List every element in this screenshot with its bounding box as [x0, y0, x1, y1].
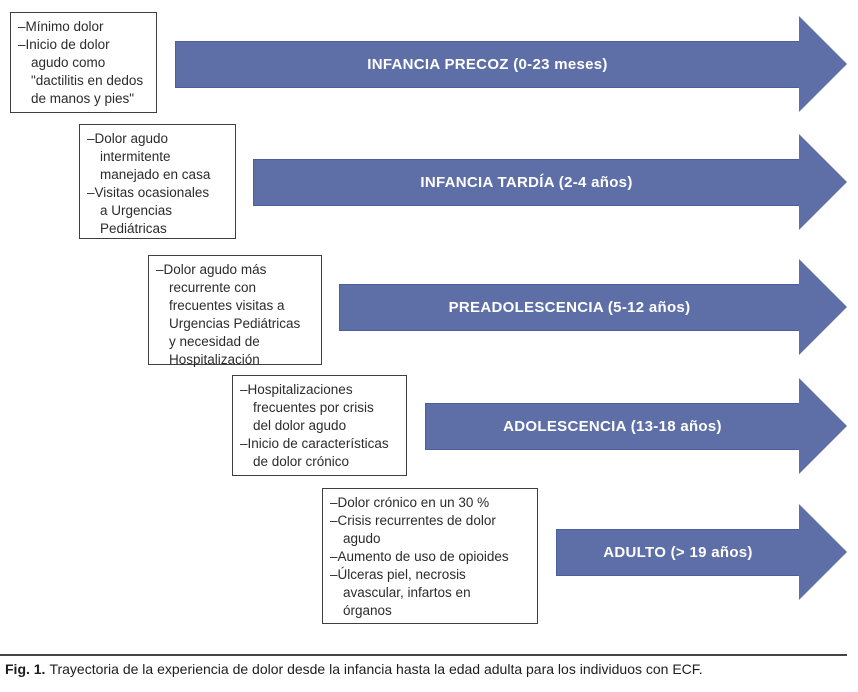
note-line: del dolor agudo	[253, 418, 347, 433]
note-line: Pediátricas	[100, 221, 167, 236]
note-line: intermitente	[100, 149, 171, 164]
note-line: Mínimo dolor	[18, 18, 152, 36]
arrow-right-head-icon	[799, 259, 847, 355]
note-line: Crisis recurrentes de dolor	[330, 512, 533, 530]
note-line: Inicio de dolor	[18, 36, 152, 54]
stage-arrow-label: PREADOLESCENCIA (5-12 años)	[448, 298, 691, 316]
stage-arrow-preadolescencia: PREADOLESCENCIA (5-12 años)	[339, 259, 847, 355]
arrow-body: ADOLESCENCIA (13-18 años)	[425, 402, 799, 450]
note-line: Dolor crónico en un 30 %	[330, 494, 533, 512]
note-line: y necesidad de	[169, 334, 260, 349]
note-line: Dolor agudo más	[156, 261, 317, 279]
note-line: Hospitalizaciones	[240, 381, 402, 399]
stage-arrow-infancia-precoz: INFANCIA PRECOZ (0-23 meses)	[175, 16, 847, 112]
note-line: manejado en casa	[100, 167, 211, 182]
caption-divider	[0, 654, 847, 656]
stage-arrow-label: ADULTO (> 19 años)	[603, 543, 753, 561]
note-line: agudo	[343, 531, 381, 546]
arrow-right-head-icon	[799, 16, 847, 112]
note-line: agudo como	[31, 55, 106, 70]
arrow-right-head-icon	[799, 504, 847, 600]
note-line: frecuentes por crisis	[253, 400, 374, 415]
note-line: "dactilitis en dedos	[31, 73, 144, 88]
stage-arrow-label: INFANCIA TARDÍA (2-4 años)	[420, 173, 633, 191]
note-line: órganos	[343, 603, 392, 618]
note-line: recurrente con	[169, 280, 257, 295]
arrow-body: ADULTO (> 19 años)	[556, 528, 799, 576]
figure-caption: Fig. 1.Trayectoria de la experiencia de …	[5, 661, 703, 677]
note-box-adulto: Dolor crónico en un 30 % Crisis recurren…	[322, 488, 538, 624]
note-box-preadolescencia: Dolor agudo más recurrente con frecuente…	[148, 255, 322, 367]
arrow-body: INFANCIA TARDÍA (2-4 años)	[253, 158, 799, 206]
stage-arrow-label: INFANCIA PRECOZ (0-23 meses)	[367, 55, 608, 73]
note-line: Inicio de características	[240, 435, 402, 453]
note-line: de manos y pies"	[31, 91, 135, 106]
note-line: Aumento de uso de opioides	[330, 548, 533, 566]
stage-arrow-adolescencia: ADOLESCENCIA (13-18 años)	[425, 378, 847, 474]
arrow-body: PREADOLESCENCIA (5-12 años)	[339, 283, 799, 331]
note-line: avascular, infartos en	[343, 585, 471, 600]
note-box-adolescencia: Hospitalizaciones frecuentes por crisis …	[232, 375, 407, 476]
stage-arrow-label: ADOLESCENCIA (13-18 años)	[503, 417, 722, 435]
note-line: Dolor agudo	[87, 130, 231, 148]
note-box-infancia-tardia: Dolor agudo intermitente manejado en cas…	[79, 124, 236, 239]
arrow-body: INFANCIA PRECOZ (0-23 meses)	[175, 40, 799, 88]
note-line: de dolor crónico	[253, 454, 350, 469]
arrow-right-head-icon	[799, 378, 847, 474]
note-line: frecuentes visitas a	[169, 298, 285, 313]
caption-label: Fig. 1.	[5, 661, 46, 677]
note-line: a Urgencias	[100, 203, 173, 218]
stage-arrow-adulto: ADULTO (> 19 años)	[556, 504, 847, 600]
arrow-right-head-icon	[799, 134, 847, 230]
note-line: Hospitalización	[169, 352, 260, 367]
note-line: Urgencias Pediátricas	[169, 316, 301, 331]
caption-text: Trayectoria de la experiencia de dolor d…	[49, 661, 703, 677]
note-line: Úlceras piel, necrosis	[330, 566, 533, 584]
stage-arrow-infancia-tardia: INFANCIA TARDÍA (2-4 años)	[253, 134, 847, 230]
note-line: Visitas ocasionales	[87, 184, 231, 202]
note-box-infancia-precoz: Mínimo dolor Inicio de dolor agudo como …	[10, 12, 157, 113]
